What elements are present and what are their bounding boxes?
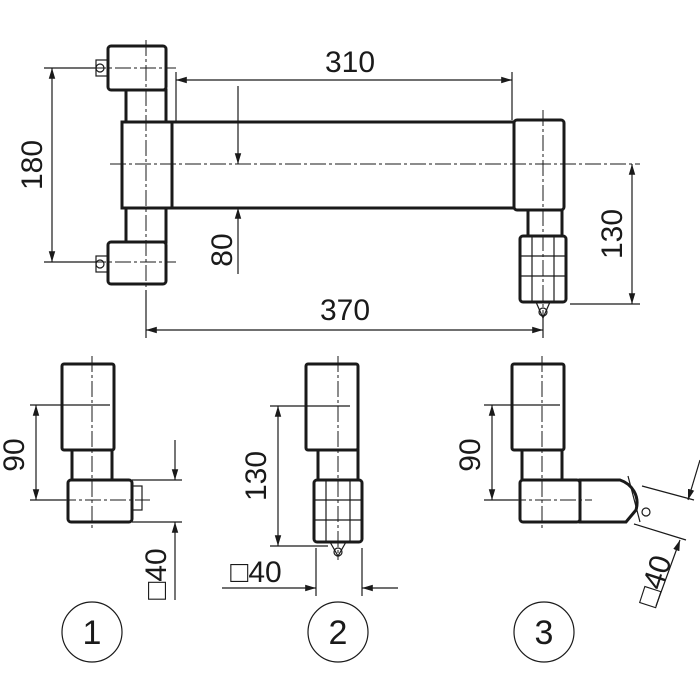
v3-dim-square-label: □40 [631,551,678,610]
right-lower-stem [526,208,564,238]
v1-number-circle [61,601,123,663]
dim-310-label: 310 [325,46,375,79]
v3-clamp-edge [627,475,641,523]
v3-body-block [510,362,566,452]
center-body-block [120,120,174,210]
variant-3-view: 90 □40 3 [454,356,700,663]
v3-dim-90-label: 90 [454,438,487,471]
v1-body-block [60,362,116,452]
bottom-bolt-head [95,259,105,269]
v3-angled-clamp [578,478,639,524]
variant-1-view: 90 □40 1 [0,356,182,663]
v3-dim40-ext-top [641,485,695,501]
v3-dim40-ext-bottom [633,523,687,541]
v3-number-label: 3 [535,614,554,652]
v3-clamp-bolt [641,507,651,517]
v2-number-circle [307,601,369,663]
v3-dim40-arrow-bottom [655,539,681,607]
dim-80-label: 80 [206,233,239,266]
horizontal-bar [170,120,516,210]
bottom-clamp-bolt [95,255,109,273]
v2-body-block [304,362,360,452]
variant-2-view: 130 □40 2 [222,356,398,663]
v3-elbow-block [518,478,582,524]
dim-370-label: 370 [320,294,370,327]
v1-number-label: 1 [83,614,102,652]
v2-dim-130-label: 130 [240,451,273,501]
v1-dim-square-label: □40 [140,548,173,600]
v2-number-label: 2 [329,614,348,652]
right-end-block [512,118,566,212]
v1-dim-90-label: 90 [0,438,31,471]
v3-dim40-arrow-top [687,459,700,501]
main-view: 310 180 80 130 370 [16,40,640,338]
dim-180-label: 180 [16,140,49,190]
dim-130-label: 130 [596,209,629,259]
v1-clamp-block [66,478,134,524]
v1-clamp-bolt [131,485,143,511]
v3-number-circle [513,601,575,663]
v2-dim-square-label: □40 [230,556,282,589]
bottom-clamp-block [106,240,168,286]
